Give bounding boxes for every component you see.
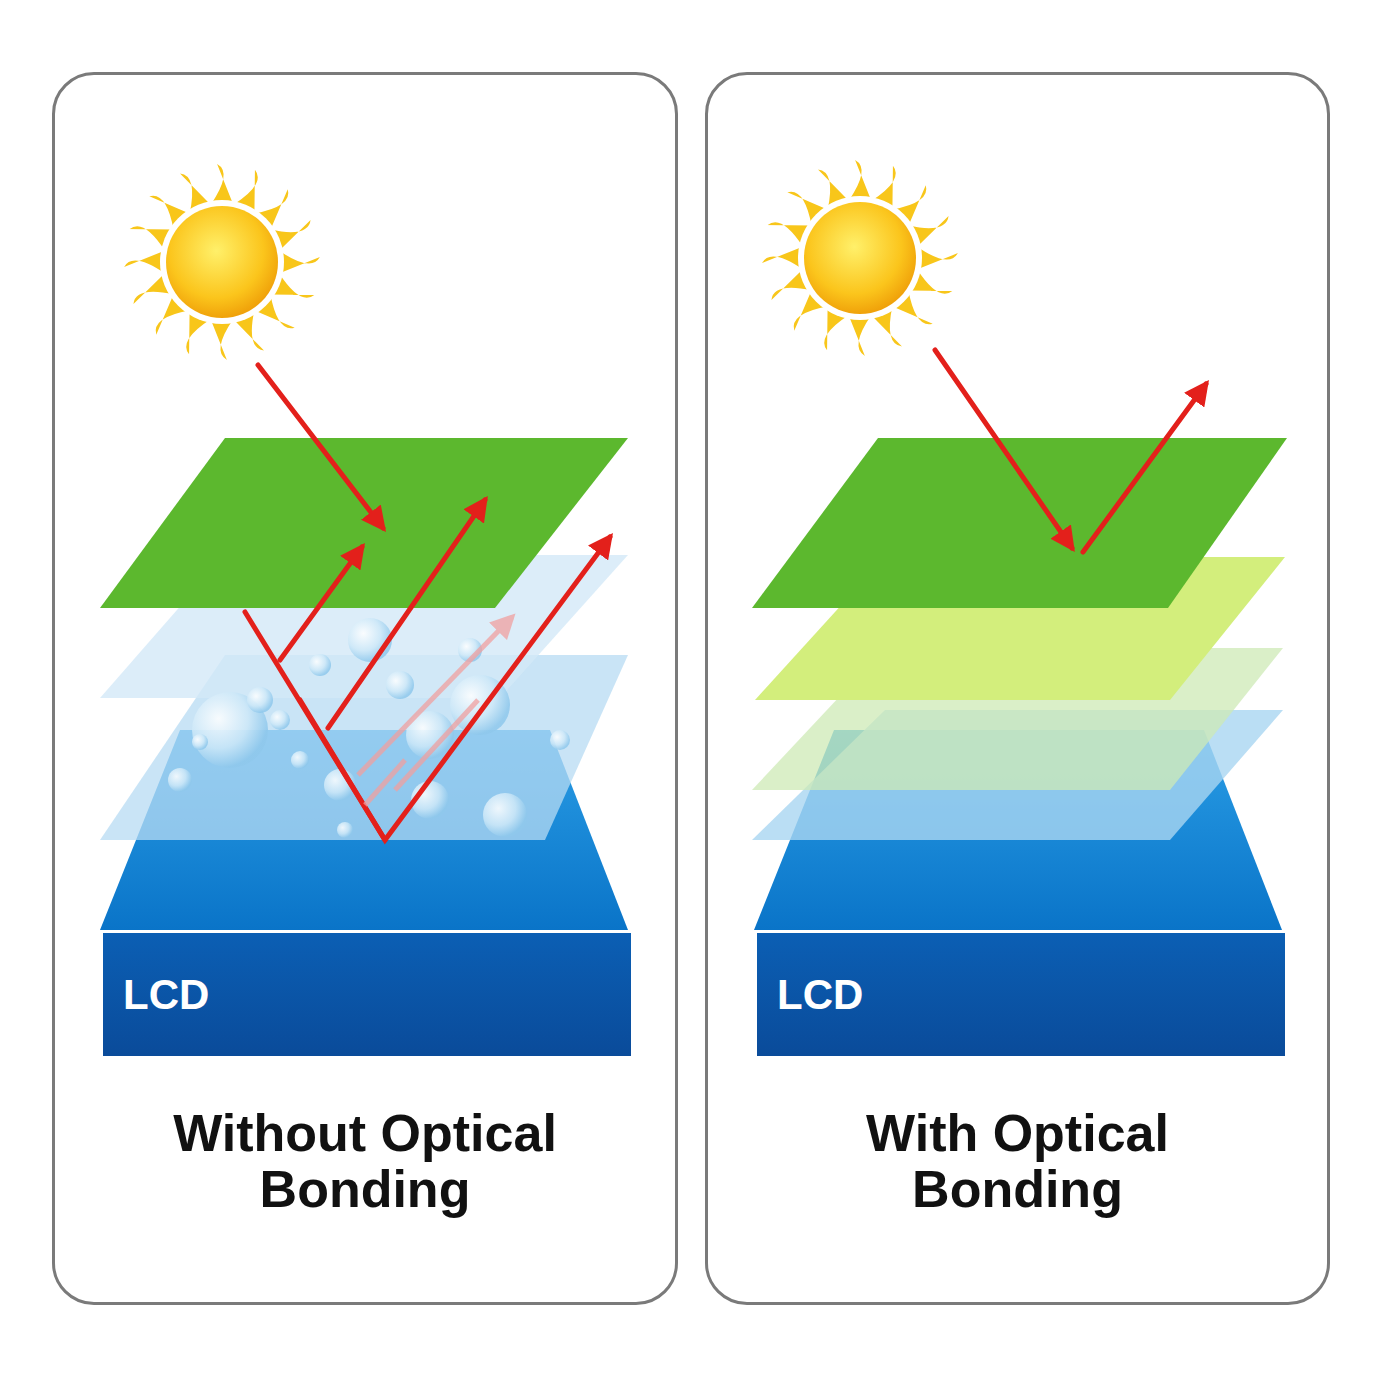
sun-ray bbox=[762, 246, 803, 269]
air-bubble bbox=[168, 768, 192, 792]
sun-ray bbox=[848, 315, 871, 356]
air-bubble bbox=[270, 710, 290, 730]
sun bbox=[124, 164, 320, 360]
air-bubble bbox=[291, 751, 309, 769]
sun-ray bbox=[279, 250, 320, 273]
sun-ring bbox=[160, 200, 284, 324]
caption: With Optical Bonding bbox=[778, 1105, 1258, 1217]
air-bubble bbox=[483, 793, 527, 837]
lcd-block: LCD bbox=[757, 933, 1285, 1056]
sun-ray bbox=[917, 246, 958, 269]
lcd-block: LCD bbox=[103, 933, 631, 1056]
air-bubble bbox=[192, 734, 208, 750]
sun-ray bbox=[210, 164, 233, 205]
right-illustration bbox=[752, 160, 1287, 930]
sun-ring bbox=[798, 196, 922, 320]
air-bubbles bbox=[168, 618, 570, 838]
lcd-label: LCD bbox=[103, 971, 209, 1019]
air-bubble bbox=[337, 822, 353, 838]
light-rays bbox=[935, 350, 1206, 552]
air-bubble bbox=[309, 654, 331, 676]
sun-disc bbox=[804, 202, 916, 314]
sun-ray bbox=[210, 319, 233, 360]
air-bubble bbox=[348, 618, 392, 662]
left-illustration bbox=[100, 164, 628, 930]
cover-glass bbox=[752, 438, 1287, 608]
light-rays bbox=[245, 365, 610, 840]
sun-disc bbox=[166, 206, 278, 318]
sun-ray bbox=[124, 250, 165, 273]
sun-ray bbox=[848, 160, 871, 201]
air-bubble bbox=[386, 671, 414, 699]
sun bbox=[762, 160, 958, 356]
faded-rays bbox=[358, 617, 512, 805]
panel-frame: With Optical Bonding LCD bbox=[705, 72, 1330, 1305]
cover-glass bbox=[100, 438, 628, 608]
caption: Without Optical Bonding bbox=[125, 1105, 605, 1217]
lcd-label: LCD bbox=[757, 971, 863, 1019]
panel-frame: Without Optical Bonding LCD bbox=[52, 72, 678, 1305]
air-bubble bbox=[550, 730, 570, 750]
air-bubble bbox=[247, 687, 273, 713]
